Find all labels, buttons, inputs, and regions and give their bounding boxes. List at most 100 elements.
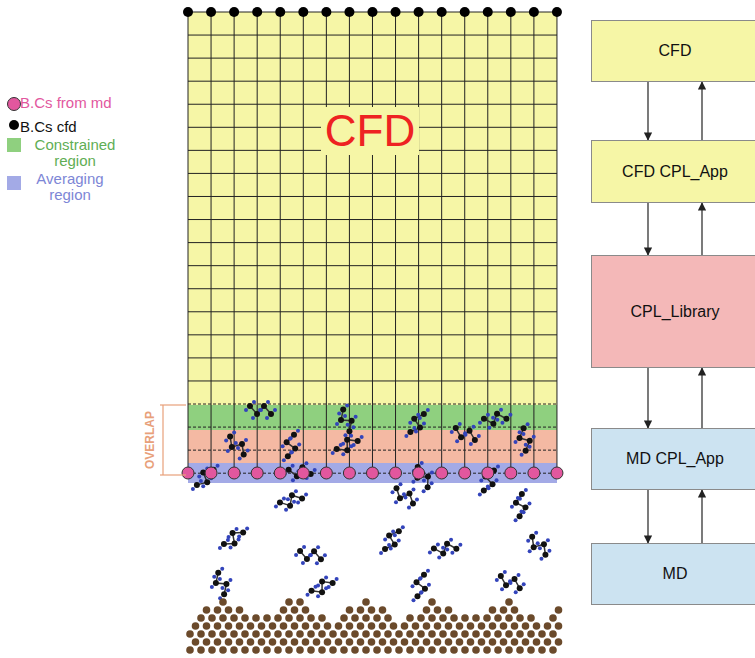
wall-atom xyxy=(390,622,398,630)
hydrogen-atom xyxy=(297,443,301,447)
hydrogen-atom xyxy=(284,508,288,512)
wall-atom xyxy=(335,638,343,646)
wall-atom xyxy=(461,614,469,622)
wall-atom xyxy=(434,638,442,646)
process-box: CFD xyxy=(591,20,755,82)
hydrogen-atom xyxy=(524,488,528,492)
hydrogen-atom xyxy=(302,545,306,549)
carbon-atom xyxy=(411,416,417,422)
wall-atom xyxy=(362,630,370,638)
wall-atom xyxy=(439,646,447,654)
carbon-atom xyxy=(512,576,518,582)
carbon-atom xyxy=(285,453,291,459)
hydrogen-atom xyxy=(286,497,290,501)
hydrogen-atom xyxy=(445,548,449,552)
wall-atom xyxy=(549,646,557,654)
hydrogen-atom xyxy=(527,501,531,505)
hydrogen-atom xyxy=(458,422,462,426)
wall-atom xyxy=(340,646,348,654)
wall-atom xyxy=(500,638,508,646)
overlap-label: OVERLAP xyxy=(143,409,157,471)
cfd-bc-dot xyxy=(275,7,285,17)
region-title: CFD xyxy=(321,107,419,155)
grid-line xyxy=(188,104,557,105)
wall-atom xyxy=(291,606,299,614)
hydrogen-atom xyxy=(478,492,482,496)
carbon-atom xyxy=(221,591,227,597)
wall-atom xyxy=(351,614,359,622)
wall-atom xyxy=(263,630,271,638)
md-bc-dot xyxy=(297,467,309,479)
hydrogen-atom xyxy=(220,567,224,571)
wall-atom xyxy=(401,638,409,646)
hydrogen-atom xyxy=(536,541,540,545)
carbon-atom xyxy=(444,541,450,547)
wall-atom xyxy=(302,606,310,614)
carbon-atom xyxy=(386,533,392,539)
wall-atom xyxy=(285,630,293,638)
wall-atom xyxy=(406,630,414,638)
grid-line xyxy=(188,380,557,381)
wall-atom xyxy=(186,630,194,638)
hydrogen-atom xyxy=(491,416,495,420)
wall-atom xyxy=(247,638,255,646)
md-bc-dot xyxy=(182,467,194,479)
carbon-atom xyxy=(344,447,350,453)
wall-atom xyxy=(456,622,464,630)
hydrogen-atom xyxy=(479,479,483,483)
hydrogen-atom xyxy=(534,531,538,535)
carbon-atom xyxy=(292,446,298,452)
hydrogen-atom xyxy=(478,421,482,425)
cfd-bc-dot xyxy=(414,7,424,17)
wall-atom xyxy=(428,646,436,654)
process-box: MD CPL_App xyxy=(591,428,755,490)
wall-atom xyxy=(544,638,552,646)
wall-atom xyxy=(538,630,546,638)
wall-atom xyxy=(450,630,458,638)
wall-atom xyxy=(197,614,205,622)
wall-atom xyxy=(340,614,348,622)
wall-atom xyxy=(269,638,277,646)
wall-atom xyxy=(494,646,502,654)
hydrogen-atom xyxy=(290,450,294,454)
hydrogen-atom xyxy=(391,530,395,534)
carbon-atom xyxy=(490,421,496,427)
wall-atom xyxy=(296,598,304,606)
hydrogen-atom xyxy=(546,538,550,542)
wall-atom xyxy=(252,630,260,638)
library-box: CPL_Library xyxy=(591,255,755,368)
hydrogen-atom xyxy=(517,573,521,577)
wall-atom xyxy=(373,630,381,638)
wall-atom xyxy=(214,606,222,614)
carbon-atom xyxy=(309,588,315,594)
hydrogen-atom xyxy=(539,557,543,561)
hydrogen-atom xyxy=(513,440,517,444)
carbon-atom xyxy=(284,439,290,445)
hydrogen-atom xyxy=(526,539,530,543)
wall-atom xyxy=(511,622,519,630)
carbon-atom xyxy=(516,435,522,441)
wall-atom xyxy=(379,606,387,614)
hydrogen-atom xyxy=(282,496,286,500)
wall-atom xyxy=(522,622,530,630)
hydrogen-atom xyxy=(521,432,525,436)
wall-atom xyxy=(489,606,497,614)
overlap-bracket xyxy=(160,405,186,475)
hydrogen-atom xyxy=(422,422,426,426)
wall-atom xyxy=(395,646,403,654)
carbon-atom xyxy=(213,580,219,586)
wall-atom xyxy=(379,622,387,630)
hydrogen-atom xyxy=(418,576,422,580)
wall-atom xyxy=(247,622,255,630)
grid-line xyxy=(188,219,557,220)
box-label: MD xyxy=(663,565,688,583)
wall-atom xyxy=(307,630,315,638)
carbon-atom xyxy=(458,434,464,440)
wall-atom xyxy=(384,630,392,638)
wall-atom xyxy=(296,646,304,654)
legend-text: B.Cs from md xyxy=(20,95,140,111)
hydrogen-atom xyxy=(508,413,512,417)
hydrogen-atom xyxy=(383,538,387,542)
hydrogen-atom xyxy=(393,533,397,537)
wall-atom xyxy=(439,614,447,622)
